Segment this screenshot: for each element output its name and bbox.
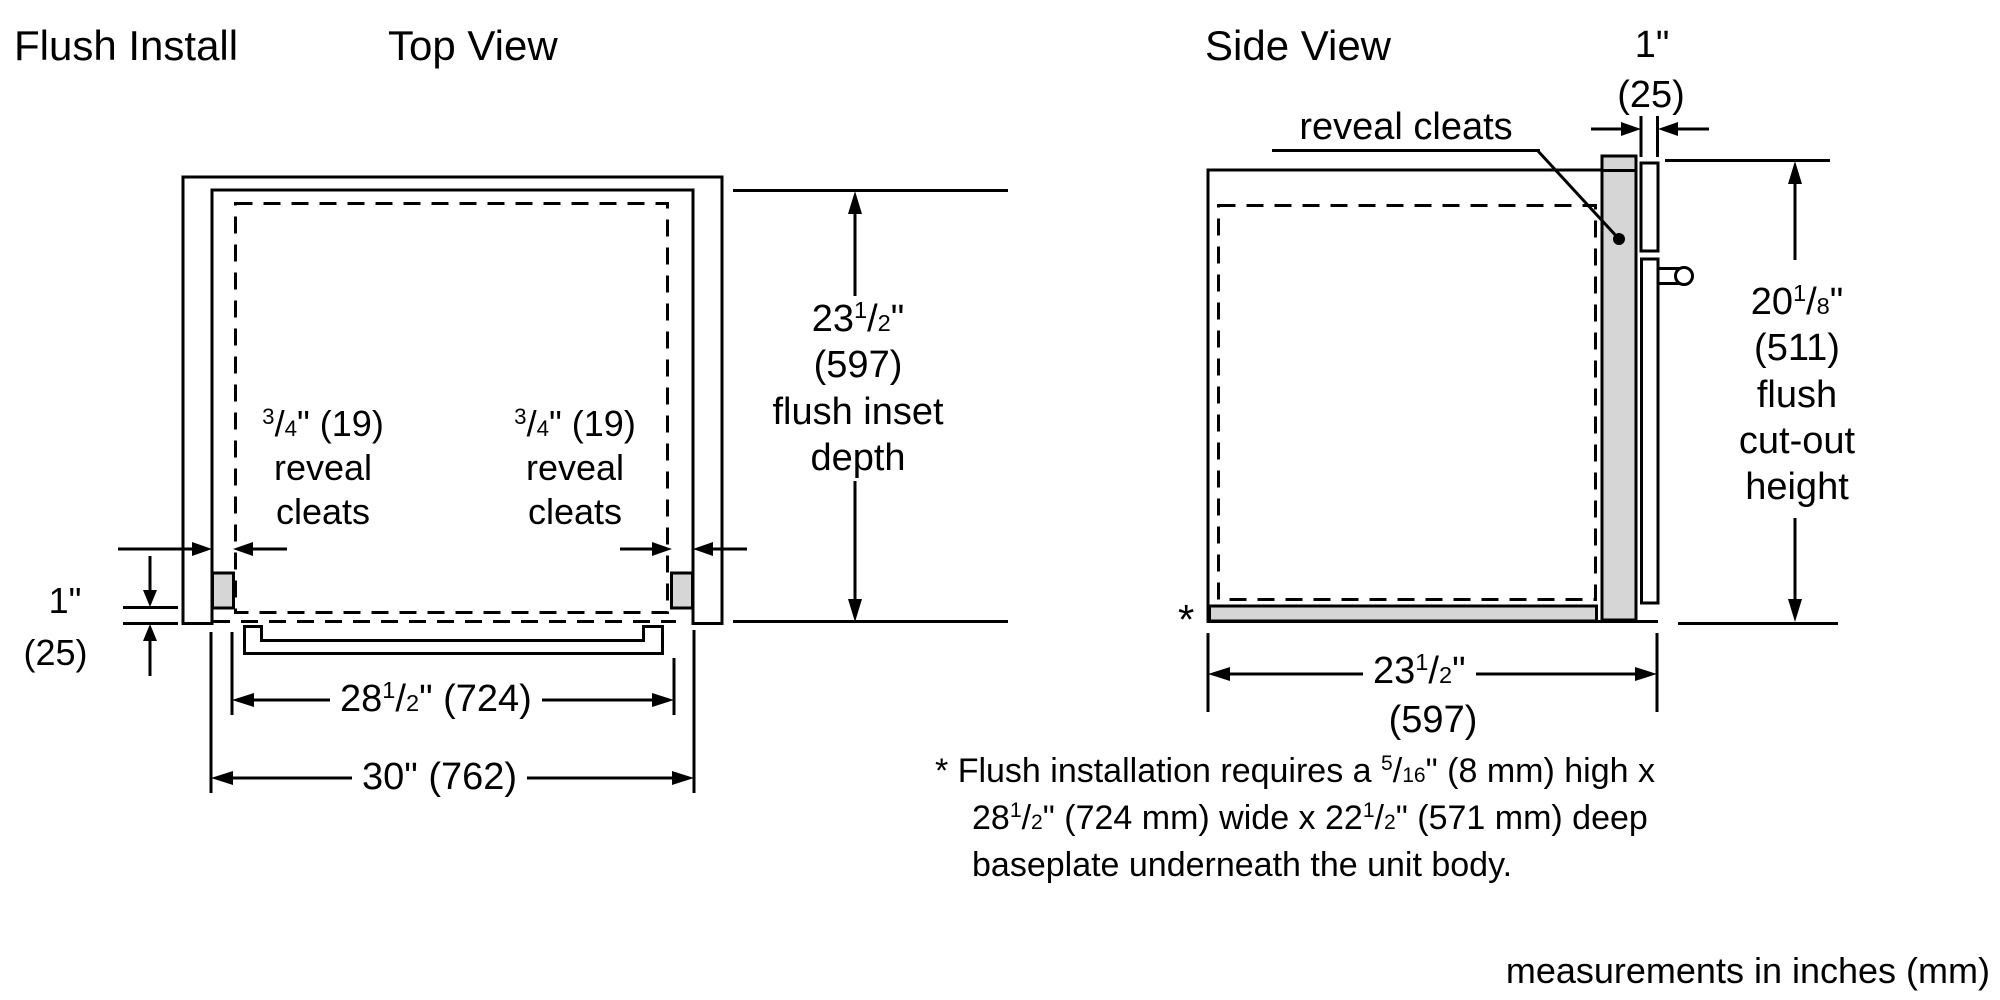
- top-view-cleat-arrows: [118, 542, 747, 556]
- side-view-handle-knob: [1674, 266, 1694, 286]
- label-reveal-cleats-left: 3/4" (19) reveal cleats: [262, 403, 384, 532]
- top-view-cleat-left: [211, 571, 235, 610]
- dim-label-drawer-width: 281/2" (724): [330, 677, 542, 722]
- units-note: measurements in inches (mm): [1505, 950, 1990, 991]
- dim-label-cutout-width: 30" (762): [352, 756, 528, 800]
- dim-label-one-inch-sideview-metric: (25): [1617, 74, 1685, 116]
- dim-label-one-inch-sideview-value: 1": [1634, 24, 1670, 66]
- title-flush-install: Flush Install: [14, 22, 239, 69]
- top-view-flush-inset-dashed: [213, 202, 676, 623]
- side-view-door-panels: [1639, 161, 1694, 605]
- dim-label-side-depth-metric: (597): [1388, 699, 1478, 741]
- baseplate-asterisk: *: [1178, 596, 1195, 643]
- title-side-view: Side View: [1205, 22, 1392, 69]
- dim-label-cutout-height: 201/8" (511) flush cut-out height: [1738, 280, 1856, 509]
- side-view-door-upper: [1639, 161, 1660, 253]
- label-side-reveal-cleats: reveal cleats: [1299, 106, 1513, 148]
- side-view-cleats-leader: [1272, 149, 1625, 245]
- side-view-cabinet-outline: [1206, 168, 1658, 623]
- dim-label-flush-inset-depth: 231/2" (597) flush inset depth: [738, 296, 978, 482]
- top-view-inner-wall: [210, 188, 695, 625]
- label-reveal-cleats-right: 3/4" (19) reveal cleats: [514, 403, 636, 532]
- side-view-dashed-cutout: [1217, 204, 1597, 601]
- top-view-cabinet-outline: [181, 175, 724, 625]
- dim-label-side-depth-value: 231/2": [1363, 649, 1476, 694]
- side-view-baseplate: [1208, 604, 1598, 623]
- side-view-door-lower: [1640, 257, 1660, 605]
- dim-label-one-inch-topview-value: 1": [48, 580, 82, 621]
- top-view-outer-wall: [181, 175, 724, 625]
- dim-label-one-inch-topview-metric: (25): [23, 632, 88, 673]
- footnote-baseplate: * Flush installation requires a 5/16" (8…: [935, 752, 1655, 884]
- top-view-cleat-right: [670, 571, 694, 610]
- top-view-drawer-front: [243, 625, 664, 655]
- title-top-view: Top View: [388, 22, 558, 69]
- side-view-cutout-height-dimension: [1665, 159, 1838, 625]
- top-view-reveal-cleats: [211, 571, 694, 610]
- top-view-one-inch-dimension: [123, 556, 178, 676]
- side-view-front-thickness-dimension: [1591, 116, 1709, 157]
